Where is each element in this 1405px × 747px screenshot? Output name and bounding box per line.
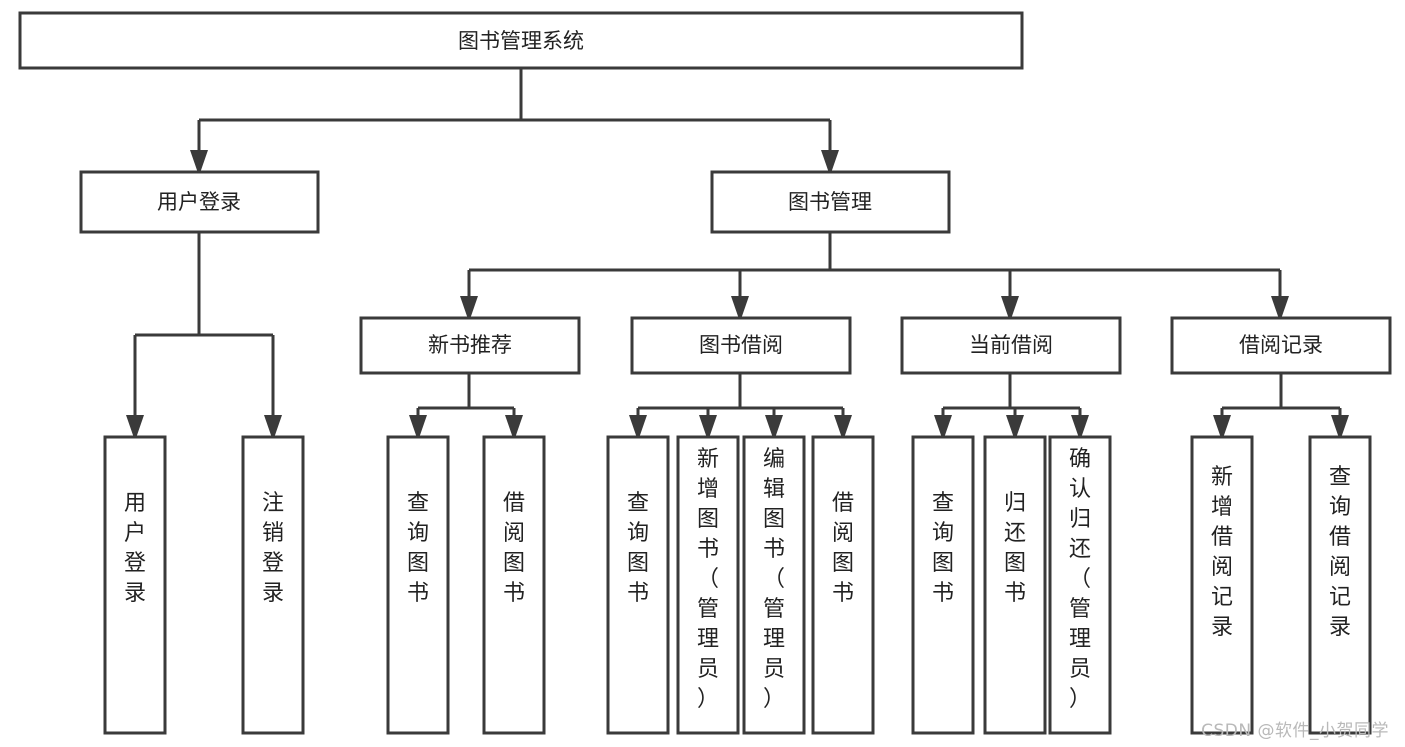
node-leaf-confirm-return-label: 确认归还（管理员） (1069, 447, 1091, 712)
node-leaf-add-record[interactable]: 新增借阅记录 (1190, 435, 1254, 735)
node-leaf-borrow-book-1[interactable]: 借阅图书 (482, 435, 546, 735)
node-leaf-query-book-1-box[interactable] (386, 435, 450, 735)
node-leaf-edit-book[interactable]: 编辑图书（管理员） (742, 435, 806, 735)
node-leaf-add-book[interactable]: 新增图书（管理员） (676, 435, 740, 735)
node-leaf-edit-book-label: 编辑图书（管理员） (763, 447, 785, 712)
node-current-borrow[interactable]: 当前借阅 (900, 316, 1122, 375)
node-leaf-query-record[interactable]: 查询借阅记录 (1308, 435, 1372, 735)
node-borrow-record-label: 借阅记录 (1239, 333, 1323, 357)
node-leaf-query-book-2-label: 查询图书 (627, 491, 649, 606)
node-leaf-return-book-label: 归还图书 (1004, 491, 1026, 606)
node-leaf-query-book-3-label: 查询图书 (932, 491, 954, 606)
node-leaf-borrow-book-1-box[interactable] (482, 435, 546, 735)
node-leaf-query-record-box[interactable] (1308, 435, 1372, 735)
node-root-box[interactable] (18, 11, 1024, 70)
node-leaf-user-login[interactable]: 用户登录 (103, 435, 167, 735)
node-book-borrow-label: 图书借阅 (699, 333, 783, 357)
node-user-login-box[interactable] (79, 170, 320, 234)
node-leaf-borrow-book-2[interactable]: 借阅图书 (811, 435, 875, 735)
node-leaf-user-login-box[interactable] (103, 435, 167, 735)
node-borrow-record-box[interactable] (1170, 316, 1392, 375)
node-book-manage-label: 图书管理 (788, 190, 872, 214)
node-leaf-query-book-2[interactable]: 查询图书 (606, 435, 670, 735)
node-root[interactable]: 图书管理系统 (18, 11, 1024, 70)
node-new-book-rec-box[interactable] (359, 316, 581, 375)
node-user-login[interactable]: 用户登录 (79, 170, 320, 234)
node-leaf-return-book[interactable]: 归还图书 (983, 435, 1047, 735)
node-new-book-rec-label: 新书推荐 (428, 333, 512, 357)
node-leaf-query-book-1[interactable]: 查询图书 (386, 435, 450, 735)
node-leaf-add-book-box[interactable] (676, 435, 740, 735)
node-leaf-query-book-2-box[interactable] (606, 435, 670, 735)
node-leaf-user-login-label: 用户登录 (124, 491, 146, 606)
node-leaf-borrow-book-1-label: 借阅图书 (503, 491, 525, 606)
node-current-borrow-box[interactable] (900, 316, 1122, 375)
node-leaf-query-record-label: 查询借阅记录 (1329, 465, 1351, 640)
node-leaf-confirm-return[interactable]: 确认归还（管理员） (1048, 435, 1112, 735)
node-book-manage-box[interactable] (710, 170, 951, 234)
node-user-login-label: 用户登录 (157, 190, 241, 214)
node-leaf-edit-book-box[interactable] (742, 435, 806, 735)
node-leaf-borrow-book-2-label: 借阅图书 (832, 491, 854, 606)
node-leaf-borrow-book-2-box[interactable] (811, 435, 875, 735)
node-leaf-query-book-3[interactable]: 查询图书 (911, 435, 975, 735)
node-root-label: 图书管理系统 (458, 29, 584, 53)
node-leaf-add-record-label: 新增借阅记录 (1211, 465, 1233, 640)
node-leaf-user-logout-label: 注销登录 (262, 491, 284, 606)
node-leaf-confirm-return-box[interactable] (1048, 435, 1112, 735)
node-leaf-query-book-3-box[interactable] (911, 435, 975, 735)
node-book-borrow[interactable]: 图书借阅 (630, 316, 852, 375)
node-book-manage[interactable]: 图书管理 (710, 170, 951, 234)
node-leaf-user-logout-box[interactable] (241, 435, 305, 735)
connector-layer (126, 68, 1349, 441)
node-current-borrow-label: 当前借阅 (969, 333, 1053, 357)
leaf-layer: 用户登录 注销登录 查询图书 借阅图书 查询图书 新增图书（管理员） (103, 435, 1372, 735)
node-leaf-query-book-1-label: 查询图书 (407, 491, 429, 606)
node-book-borrow-box[interactable] (630, 316, 852, 375)
node-leaf-return-book-box[interactable] (983, 435, 1047, 735)
node-leaf-user-logout[interactable]: 注销登录 (241, 435, 305, 735)
node-leaf-add-record-box[interactable] (1190, 435, 1254, 735)
node-leaf-add-book-label: 新增图书（管理员） (697, 447, 719, 712)
node-borrow-record[interactable]: 借阅记录 (1170, 316, 1392, 375)
node-new-book-rec[interactable]: 新书推荐 (359, 316, 581, 375)
